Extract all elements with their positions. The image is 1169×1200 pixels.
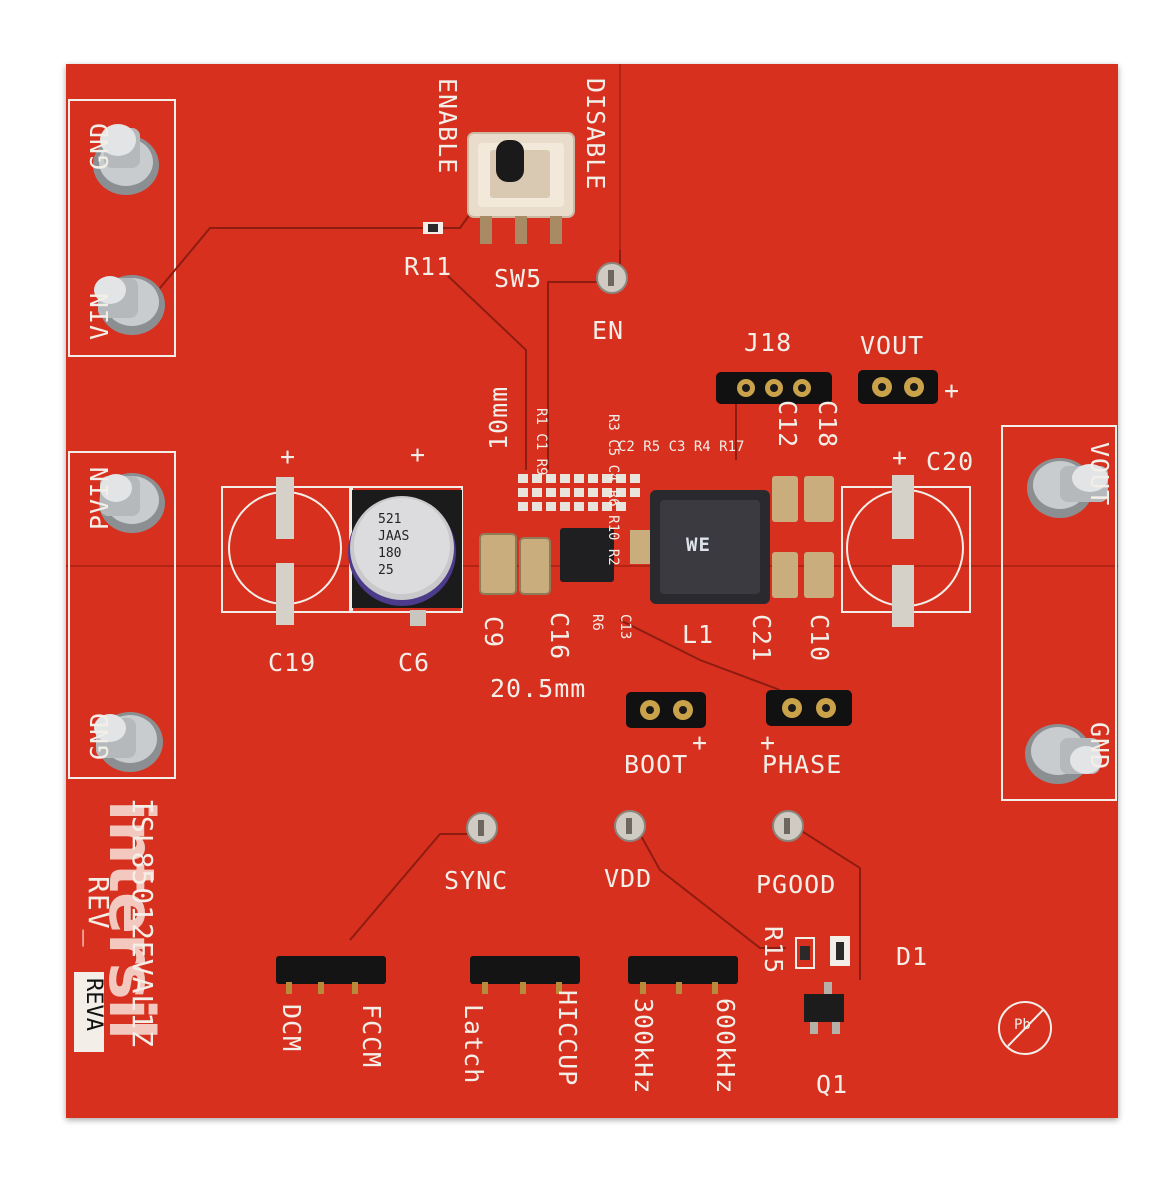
label-vout: VOUT	[860, 331, 925, 360]
label-q1: Q1	[816, 1070, 849, 1099]
header-vout[interactable]	[858, 370, 938, 404]
header-boot[interactable]	[626, 692, 706, 728]
terminal-vout-right[interactable]	[1027, 458, 1108, 518]
label-c20: C20	[926, 447, 975, 476]
plus-vout: +	[944, 376, 961, 405]
label-disable: DISABLE	[581, 78, 610, 191]
label-r6: R6	[589, 614, 605, 631]
label-gnd-top: GND	[85, 121, 114, 170]
label-c13: C13	[617, 614, 633, 640]
label-c9: C9	[479, 616, 508, 649]
smd-area	[479, 476, 834, 604]
label-sw5: SW5	[494, 264, 543, 293]
label-c21: C21	[747, 614, 776, 663]
plus-boot: +	[692, 728, 709, 757]
label-vout-right: VOUT	[1085, 442, 1114, 507]
label-20-5mm: 20.5mm	[490, 674, 587, 703]
label-part-number: ISL85012EVAL1Z	[126, 798, 159, 1049]
label-c12: C12	[773, 400, 802, 449]
label-vin: VIN	[85, 291, 114, 340]
label-hiccup: HICCUP	[553, 990, 582, 1087]
pb-free-mark: Pb	[1014, 1017, 1031, 1033]
label-latch: Latch	[459, 1004, 488, 1085]
controller-ic	[560, 528, 614, 582]
cap-marking: 521 JAAS 180 25	[378, 512, 410, 578]
jumper-mode[interactable]	[276, 956, 386, 994]
label-c10: C10	[805, 614, 834, 663]
label-600khz: 600kHz	[711, 998, 740, 1095]
label-c18: C18	[813, 400, 842, 449]
label-300khz: 300kHz	[629, 998, 658, 1095]
label-boot: BOOT	[624, 750, 689, 779]
terminal-gnd-bottom[interactable]	[94, 712, 163, 772]
q1-transistor	[804, 994, 844, 1022]
label-fccm: FCCM	[357, 1004, 386, 1069]
switch-lever	[496, 140, 524, 182]
terminal-gnd-top[interactable]	[93, 124, 159, 195]
plus-c20: +	[892, 443, 909, 472]
terminal-vin[interactable]	[94, 275, 165, 335]
label-small-refs-a: R1 C1 R9	[533, 408, 549, 476]
label-pvin: PVIN	[85, 465, 114, 530]
plus-c19: +	[280, 442, 297, 471]
label-d1: D1	[896, 942, 929, 971]
label-phase: PHASE	[762, 750, 843, 779]
terminal-box-vin	[68, 99, 176, 357]
label-gnd-bottom: GND	[85, 711, 114, 760]
label-small-refs-b: R3 C5 C4 R6 R10 R2	[605, 414, 621, 566]
label-pgood: PGOOD	[756, 870, 837, 899]
label-enable: ENABLE	[433, 78, 462, 175]
jumper-frequency[interactable]	[628, 956, 738, 994]
jumper-fault[interactable]	[470, 956, 580, 994]
terminal-gnd-right[interactable]	[1025, 724, 1102, 784]
label-revision: REVA	[81, 978, 106, 1031]
label-l1: L1	[682, 620, 715, 649]
label-vdd: VDD	[604, 864, 653, 893]
label-small-refs-c: C2 R5 C3 R4 R17	[618, 439, 745, 455]
label-dcm: DCM	[277, 1004, 306, 1053]
label-r11: R11	[404, 252, 453, 281]
sw5-switch[interactable]	[467, 132, 575, 244]
label-gnd-right: GND	[1085, 722, 1114, 771]
terminal-box-pvin	[68, 451, 176, 779]
revision-box: REVA	[74, 972, 106, 1052]
label-rev-prefix: REV_	[82, 876, 115, 948]
inductor-logo: WE	[686, 534, 711, 556]
plus-phase: +	[760, 728, 777, 757]
terminal-pvin[interactable]	[99, 473, 165, 533]
label-10mm: 10mm	[484, 385, 513, 450]
label-j18: J18	[744, 328, 793, 357]
label-c19: C19	[268, 648, 317, 677]
small-pads	[518, 474, 640, 511]
c6-capacitor	[348, 490, 462, 626]
label-en: EN	[592, 316, 625, 345]
header-j18[interactable]	[716, 372, 832, 404]
label-c6: C6	[398, 648, 431, 677]
label-sync: SYNC	[444, 866, 509, 895]
plus-c6: +	[410, 440, 427, 469]
header-phase[interactable]	[766, 690, 852, 726]
label-r15: R15	[759, 926, 788, 975]
terminal-box-vout	[1001, 425, 1117, 801]
label-c16: C16	[545, 612, 574, 661]
